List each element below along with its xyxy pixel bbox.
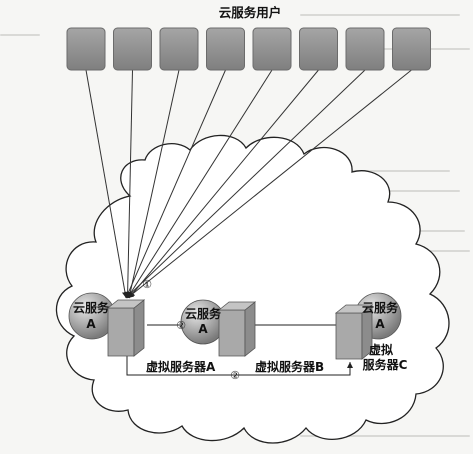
user-connection-line xyxy=(127,69,273,299)
step-marker-1: ① xyxy=(142,278,152,291)
step-marker-2-top: ② xyxy=(176,319,186,332)
virtual-server-c xyxy=(334,304,374,360)
service-label-middle-line2: A xyxy=(198,322,208,336)
cloud-user-box xyxy=(299,27,338,71)
cloud-user-box xyxy=(159,27,199,71)
user-connection-line xyxy=(128,69,319,299)
service-label-left-line2: A xyxy=(86,317,96,331)
cloud-user-box xyxy=(66,27,106,71)
server-b-label: 虚拟服务器B xyxy=(255,359,324,374)
user-connection-line xyxy=(85,69,128,299)
virtual-server-a xyxy=(106,299,146,357)
bg-text-line xyxy=(300,435,470,437)
server-c-label-line1: 虚拟 xyxy=(369,342,393,357)
bg-text-line xyxy=(300,14,460,16)
user-connection-line xyxy=(127,69,180,299)
cloud-user-box xyxy=(113,27,152,71)
bg-text-line xyxy=(0,34,40,36)
user-connection-line xyxy=(125,69,226,299)
virtual-server-b xyxy=(217,301,257,357)
service-label-right-line2: A xyxy=(375,317,385,331)
virtual-servers xyxy=(106,299,374,360)
cloud-user-box xyxy=(252,27,292,71)
server-c-label-line2: 服务器C xyxy=(363,357,408,372)
server-a-label: 虚拟服务器A xyxy=(146,359,216,374)
user-connection-line xyxy=(124,69,133,299)
step-marker-2-bottom: ② xyxy=(230,369,240,382)
user-connection-line xyxy=(127,69,412,299)
user-connection-lines xyxy=(85,69,412,299)
user-connection-line xyxy=(125,69,366,299)
cloud-outline xyxy=(55,134,450,444)
cloud-users-row xyxy=(66,27,431,71)
service-label-right-line1: 云服务 xyxy=(362,300,399,315)
server-link-line xyxy=(126,348,353,376)
cloud-user-box xyxy=(206,27,245,71)
service-label-left-line1: 云服务 xyxy=(73,300,110,315)
cloud-user-box xyxy=(392,27,431,71)
users-title: 云服务用户 xyxy=(219,5,282,20)
cloud-user-box xyxy=(345,27,385,71)
service-label-middle-line1: 云服务 xyxy=(185,306,222,321)
